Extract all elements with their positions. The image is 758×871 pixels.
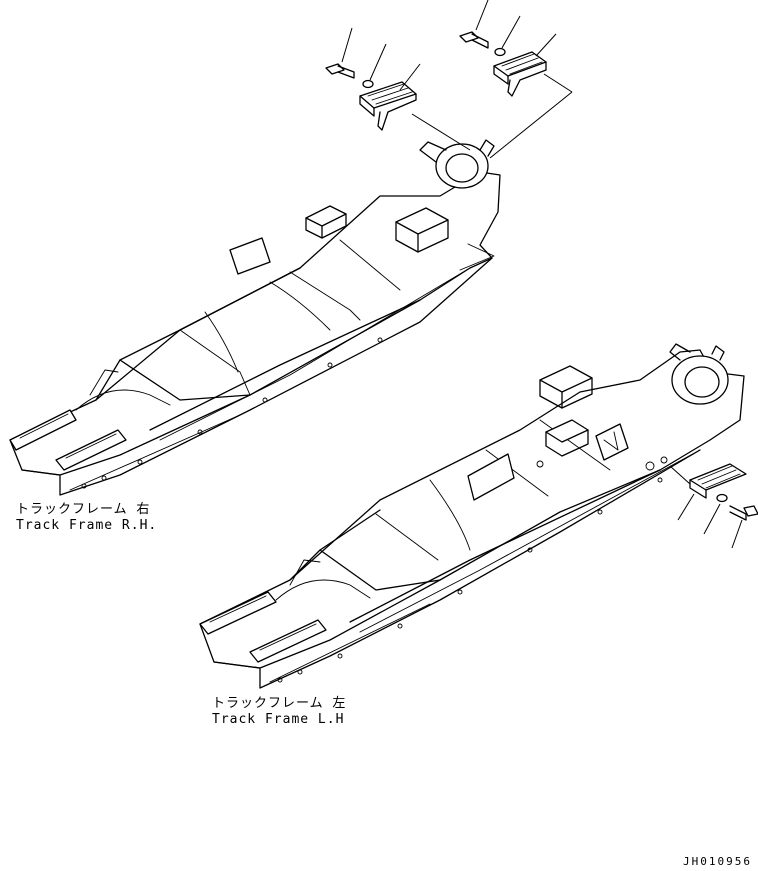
track-frame-lh [199, 343, 745, 689]
track-frame-lh-label-jp: トラックフレーム 左 [212, 696, 347, 711]
drawing-number: JH010956 [683, 855, 752, 868]
track-frame-lh-label: トラックフレーム 左 Track Frame L.H [212, 696, 346, 728]
leader-lines-upper [341, 0, 573, 159]
track-frame-rh-label: トラックフレーム 右 Track Frame R.H. [16, 502, 157, 534]
track-frame-rh-label-jp: トラックフレーム 右 [16, 502, 151, 517]
hardware-set-upper-left [325, 63, 417, 131]
track-frame-lh-label-en: Track Frame L.H [212, 712, 345, 727]
track-frame-rh [9, 139, 501, 496]
hardware-set-upper-right [459, 31, 547, 97]
track-frame-rh-label-en: Track Frame R.H. [16, 518, 158, 533]
hardware-set-lower [669, 463, 758, 549]
